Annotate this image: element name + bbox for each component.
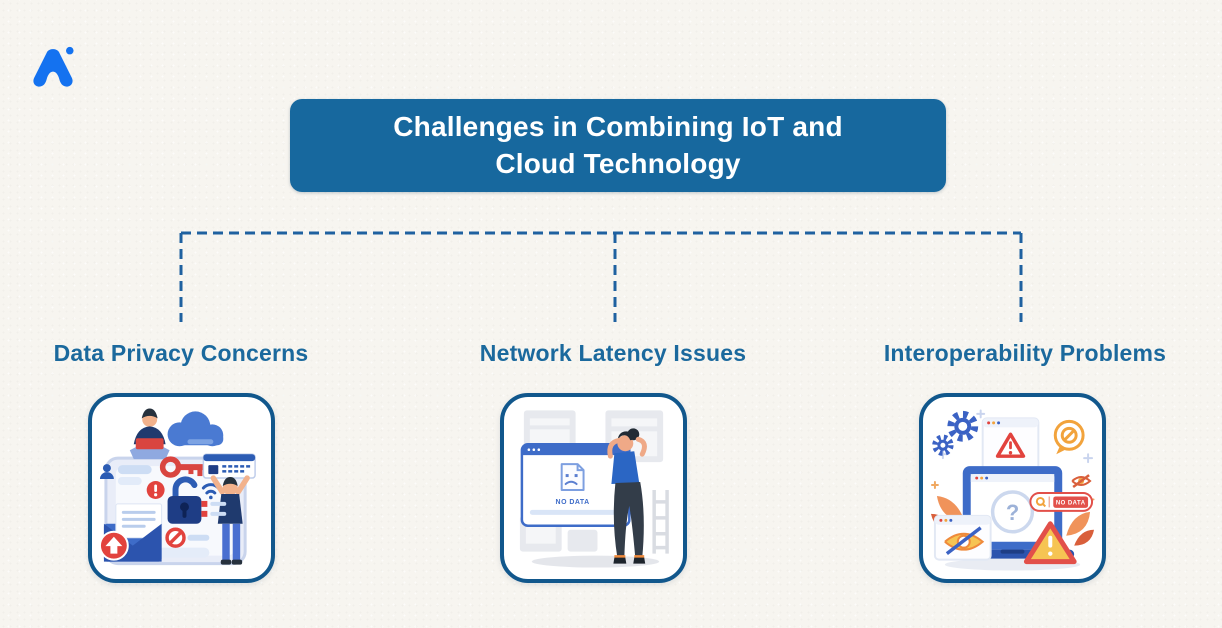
network-latency-illustration: NO DATA (519, 410, 669, 568)
standing-person-icon (210, 475, 250, 565)
question-mark-glyph: ? (1006, 500, 1019, 525)
padlock-icon (167, 476, 202, 524)
chat-avatar-icon (99, 464, 152, 486)
ladder-icon (652, 489, 669, 554)
branch-label-data-privacy: Data Privacy Concerns (53, 340, 309, 366)
eye-slash-icon (1071, 474, 1092, 488)
data-privacy-illustration (98, 408, 256, 566)
prohibition-icon (165, 527, 210, 548)
held-banner-icon (202, 453, 256, 479)
card-data-privacy (88, 393, 275, 583)
sitting-person-laptop-icon (129, 408, 170, 460)
speech-bubble-block-icon (1053, 419, 1085, 455)
warning-triangle-icon (1023, 521, 1077, 565)
sad-document-icon (560, 463, 585, 491)
popup-warning-icon (981, 417, 1040, 478)
key-icon (159, 456, 206, 478)
title-text: Challenges in Combining IoT and Cloud Te… (393, 110, 843, 179)
alert-icon (146, 481, 165, 499)
cloud-icon (167, 411, 224, 447)
hidden-eye-window-icon (933, 514, 992, 561)
card-interoperability: ? NO DATA (919, 393, 1106, 583)
floor-shadow (531, 555, 660, 568)
card-network-latency: NO DATA (500, 393, 687, 583)
checklist-items (201, 500, 227, 517)
interoperability-illustration: ? NO DATA (930, 409, 1095, 571)
frustrated-woman-icon (607, 428, 647, 564)
upload-arrow-icon (98, 530, 129, 561)
search-no-data-bar: NO DATA (1029, 491, 1094, 512)
no-data-label: NO DATA (1056, 501, 1086, 507)
appinventiv-logo-icon (33, 46, 74, 87)
branch-label-network-latency: Network Latency Issues (479, 340, 747, 366)
branch-label-interoperability: Interoperability Problems (883, 340, 1167, 366)
no-data-label: NO DATA (556, 499, 590, 506)
content-bar (157, 547, 210, 558)
gear-icons (932, 410, 979, 456)
title-banner: Challenges in Combining IoT and Cloud Te… (290, 99, 946, 192)
